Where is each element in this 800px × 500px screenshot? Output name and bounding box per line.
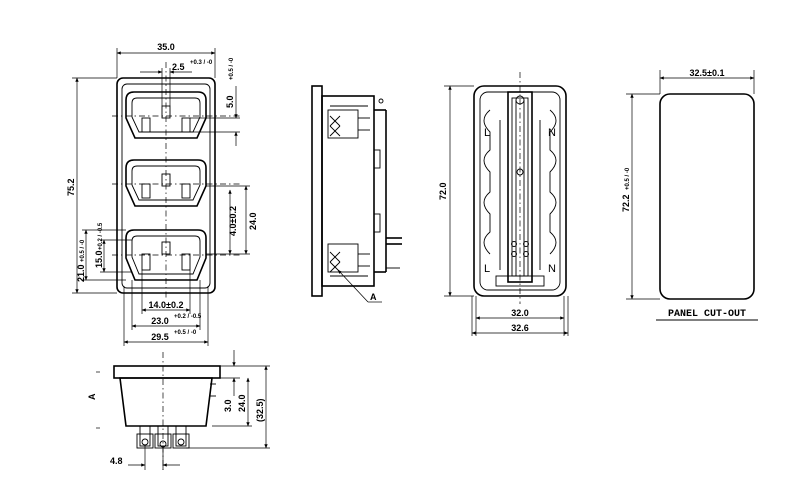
dim-socket-h-outer-tol: +0.5 / -0 <box>80 239 86 262</box>
dim-pitch: 24.0 <box>248 212 258 230</box>
cutout-dim-width: 32.5±0.1 <box>690 68 725 78</box>
side-section-label: A <box>370 292 377 302</box>
rear-dim-width-inner: 32.0 <box>511 308 529 318</box>
dim-slot-height-tol: +0.5 / -0 <box>229 57 235 80</box>
rear-dim-height: 72.0 <box>438 182 448 200</box>
dim-pin-spacing: 2.5 <box>172 62 185 72</box>
bottom-flange <box>113 365 221 379</box>
dim-socket-h-outer: 21.0 <box>76 264 86 282</box>
side-flange <box>311 85 323 297</box>
dim-total-height: 75.2 <box>66 178 76 196</box>
dim-slot-height: 5.0 <box>225 95 235 108</box>
bottom-dim-pin-pitch: 4.8 <box>110 456 123 466</box>
dim-mid-width: 23.0 <box>151 316 169 326</box>
dim-outer-width-tol: +0.5 / -0 <box>174 330 197 336</box>
dim-width-top: 35.0 <box>157 42 175 52</box>
dim-pin-spacing-tol: +0.3 / -0 <box>190 60 213 66</box>
bottom-dim-flange: 3.0 <box>223 399 233 412</box>
rear-dim-width-outer: 32.6 <box>511 323 529 333</box>
side-view: A <box>311 85 402 303</box>
socket-middle <box>125 159 207 207</box>
front-view: 35.0 2.5 +0.3 / -0 5.0 +0.5 / -0 75.2 4.… <box>66 42 258 346</box>
bottom-body <box>119 377 213 427</box>
rear-bus-bar <box>507 91 533 283</box>
cutout-title: PANEL CUT-OUT <box>668 309 746 320</box>
panel-cutout: 32.5±0.1 72.2 +0.5 / -0 PANEL CUT-OUT <box>621 68 758 321</box>
dim-socket-h-inner-tol: +0.2 / -0.5 <box>98 222 104 250</box>
bottom-view: A 3.0 24.0 (32.5) 4.8 <box>87 350 270 470</box>
cutout-outline <box>659 93 755 300</box>
dim-outer-width: 29.5 <box>151 332 169 342</box>
dim-inner-width: 14.0±0.2 <box>149 300 184 310</box>
rear-label-right-bottom: N <box>548 263 556 275</box>
rear-label-left-top: L <box>484 127 490 139</box>
rear-view: L N L N 72.0 32.0 32.6 <box>438 72 569 336</box>
side-body <box>321 95 375 287</box>
rear-label-left-bottom: L <box>484 263 490 275</box>
bottom-dim-total: (32.5) <box>255 398 265 422</box>
bottom-dim-body: 24.0 <box>237 394 247 412</box>
dim-offset-mid: 4.0±0.2 <box>228 206 238 236</box>
dim-mid-width-tol: +0.2 / -0.5 <box>174 314 202 320</box>
cutout-dim-height-tol: +0.5 / -0 <box>625 167 631 190</box>
rear-label-right-top: N <box>548 127 556 139</box>
dim-socket-h-inner: 15.0 <box>94 250 104 268</box>
cutout-dim-height: 72.2 <box>621 194 631 212</box>
bottom-section-label: A <box>87 393 97 400</box>
